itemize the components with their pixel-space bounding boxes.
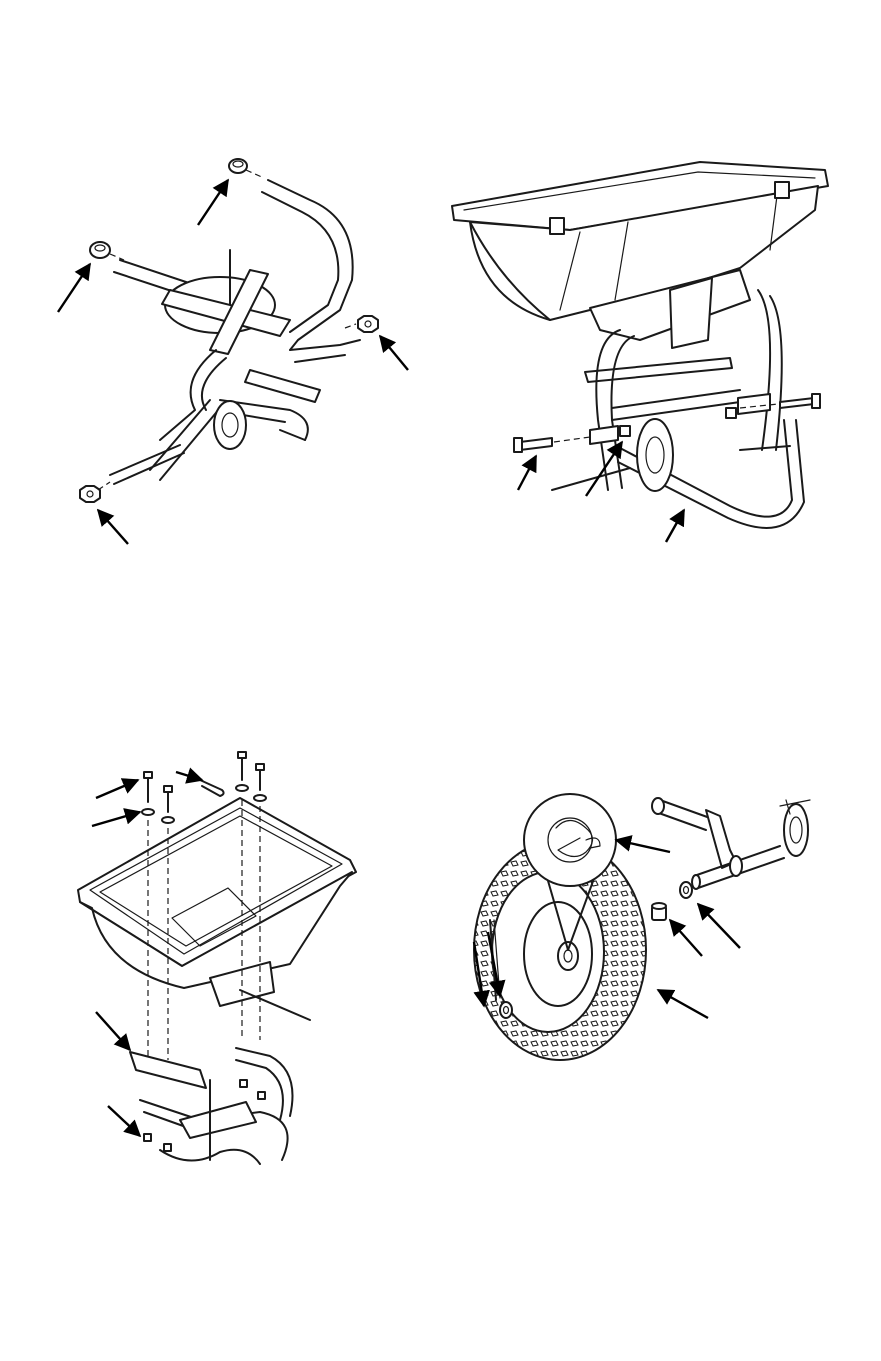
detail-callout xyxy=(524,794,616,886)
washer xyxy=(680,882,692,898)
washer xyxy=(254,795,266,801)
nut-left xyxy=(620,426,630,436)
callout-arrow xyxy=(616,840,670,852)
bolt-right xyxy=(780,394,820,408)
spacer xyxy=(652,903,666,920)
knob-left xyxy=(90,242,110,258)
handle-assembly-diagram xyxy=(40,140,440,560)
nut xyxy=(144,1134,151,1141)
bolt xyxy=(238,752,246,780)
nut xyxy=(258,1092,265,1099)
callout-arrow xyxy=(380,336,408,370)
hopper-frame-diagram xyxy=(440,150,860,550)
wheel-washer xyxy=(500,1002,512,1018)
hopper-frame-svg xyxy=(440,150,860,550)
small-wheel xyxy=(784,804,808,856)
callout-arrow xyxy=(518,456,536,490)
nut-right xyxy=(726,408,736,418)
callout-arrow xyxy=(176,772,202,780)
callout-arrow xyxy=(96,780,138,798)
hopper-mount-diagram xyxy=(60,740,390,1170)
callout-arrow xyxy=(670,920,702,956)
knob-top xyxy=(229,159,247,173)
wheel-assembly-svg xyxy=(450,770,850,1070)
small-wheel xyxy=(214,401,246,449)
bolt xyxy=(144,772,152,802)
washer xyxy=(162,817,174,823)
callout-arrow xyxy=(92,812,140,826)
clip-pin xyxy=(200,780,224,796)
callout-arrow xyxy=(58,264,90,312)
knob-bottom xyxy=(80,486,100,502)
knob-right xyxy=(358,316,378,332)
callout-arrow xyxy=(98,510,128,544)
wheel xyxy=(637,419,673,491)
washer xyxy=(142,809,154,815)
callout-arrow xyxy=(108,1106,140,1136)
callout-arrow xyxy=(666,510,684,542)
nut xyxy=(164,1144,171,1151)
handle-assembly-svg xyxy=(40,140,440,560)
agitator-plate xyxy=(670,278,712,348)
hopper-mount-svg xyxy=(60,740,390,1170)
bolt xyxy=(164,786,172,812)
frame-tube-left xyxy=(596,330,634,490)
callout-arrow xyxy=(96,1012,130,1050)
callout-arrow xyxy=(198,180,228,225)
frame-tube-right xyxy=(758,290,782,450)
mount-plate xyxy=(130,1052,206,1088)
washer xyxy=(236,785,248,791)
callout-arrow xyxy=(658,990,708,1018)
bolt xyxy=(256,764,264,790)
wheel-assembly-diagram xyxy=(450,770,850,1070)
callout-arrow xyxy=(586,442,622,496)
bolt-left xyxy=(514,438,552,452)
callout-arrow xyxy=(698,904,740,948)
nut xyxy=(240,1080,247,1087)
